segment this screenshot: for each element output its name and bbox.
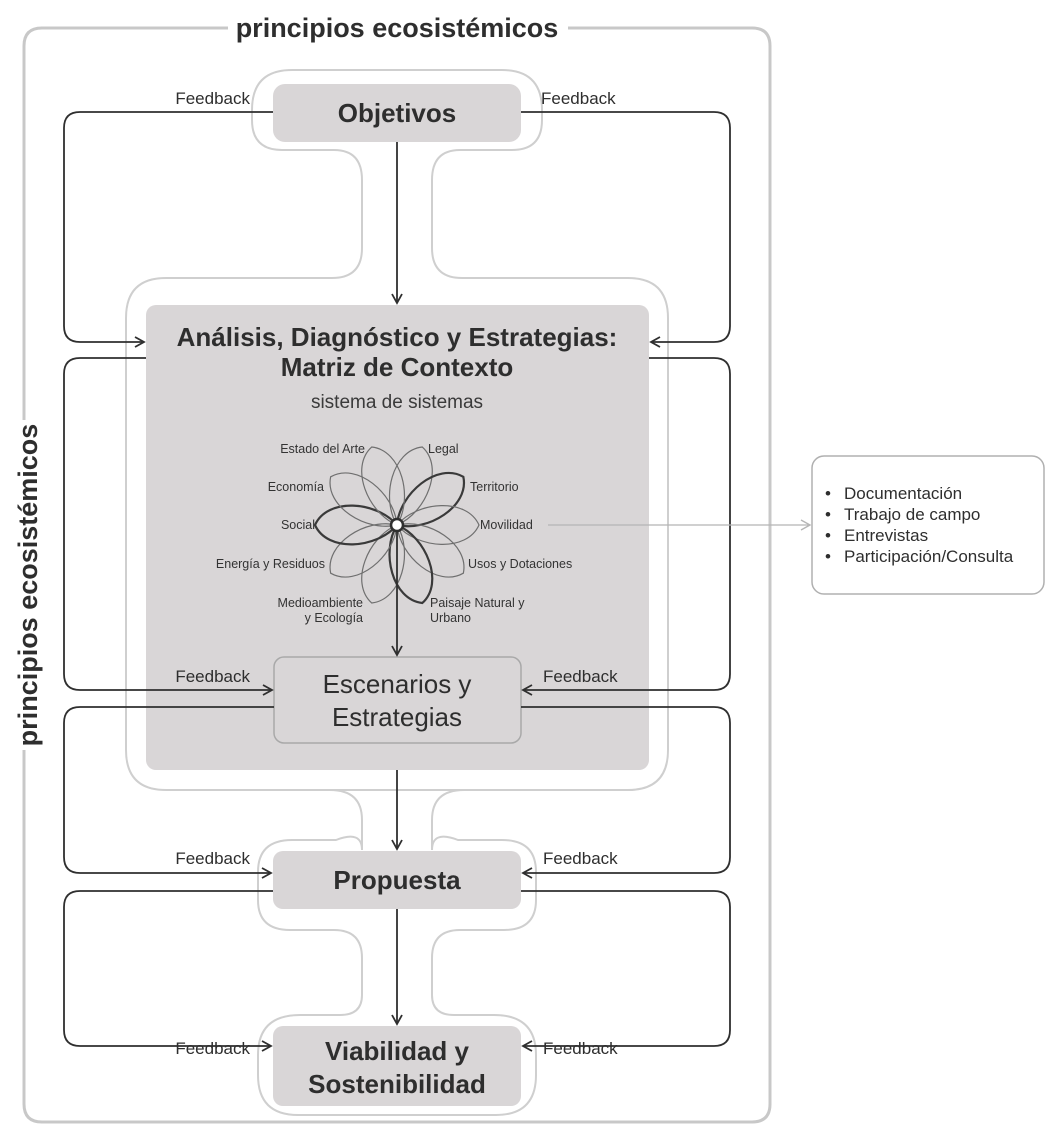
petal-label-paisaje-2: Urbano [430,611,471,625]
frame-title-side: principios ecosistémicos [13,424,43,747]
petal [395,471,465,528]
propuesta-label: Propuesta [333,865,461,895]
analisis-subtitle: sistema de sistemas [311,392,483,413]
petal [388,523,434,605]
feedback-loop-escenarios-left [63,706,274,879]
petal [329,472,398,527]
petal [329,523,398,578]
petal-label-movilidad: Movilidad [480,518,533,532]
petal-label-usos: Usos y Dotaciones [468,557,572,571]
petal-label-energia: Energía y Residuos [216,557,325,571]
feedback-label-3: Feedback [175,667,250,686]
petal-label-territorio: Territorio [470,480,519,494]
objetivos-box [273,84,521,142]
methods-list: • Documentación • Trabajo de campo • Ent… [825,484,1014,566]
petal [313,504,399,546]
feedback-loop-propuesta-left [63,890,273,1052]
method-bullet: • [825,505,831,524]
viabilidad-label-line1: Viabilidad y [325,1036,470,1066]
method-item-1: Documentación [844,484,962,503]
methods-box [811,455,1045,595]
feedback-label-6: Feedback [543,849,618,868]
analisis-title-line2: Matriz de Contexto [281,352,514,382]
viabilidad-label-line2: Sostenibilidad [308,1069,486,1099]
feedback-loop-objetivos-right [521,111,731,348]
petal [389,446,433,526]
feedback-label-7: Feedback [175,1039,250,1058]
petal-label-medioambiente-2: y Ecología [305,611,363,625]
feedback-loop-analisis-left [63,357,274,696]
feedback-loop-objetivos-left [63,111,273,348]
outer-frame [22,26,772,1124]
escenarios-label-line1: Escenarios y [323,669,472,699]
objetivos-halo [125,69,669,791]
frame-title-top: principios ecosistémicos [236,13,559,43]
method-bullet: • [825,526,831,545]
feedback-label-2: Feedback [541,89,616,108]
objetivos-label: Objetivos [338,98,456,128]
propuesta-halo [257,789,537,1116]
systems-flower [313,446,480,605]
petal-label-social: Social [281,518,315,532]
feedback-label-4: Feedback [543,667,618,686]
petal-label-estado: Estado del Arte [280,442,365,456]
petal-label-legal: Legal [428,442,459,456]
feedback-label-5: Feedback [175,849,250,868]
petal-labels: Legal Territorio Movilidad Usos y Dotaci… [216,442,572,625]
analisis-title-line1: Análisis, Diagnóstico y Estrategias: [177,322,618,352]
feedback-loop-analisis-right [521,357,731,696]
method-bullet: • [825,547,831,566]
petal [361,446,405,526]
petal-label-medioambiente: Medioambiente [278,596,364,610]
feedback-loop-escenarios-right [521,706,731,879]
method-item-3: Entrevistas [844,526,928,545]
method-item-4: Participación/Consulta [844,547,1014,566]
petal-label-paisaje: Paisaje Natural y [430,596,525,610]
feedback-label-8: Feedback [543,1039,618,1058]
method-bullet: • [825,484,831,503]
escenarios-box [273,656,522,744]
propuesta-box [273,851,521,909]
petal [396,505,480,545]
feedback-label-1: Feedback [175,89,250,108]
petal [396,523,465,578]
flower-center [389,517,405,533]
petal [361,524,405,604]
escenarios-label-line2: Estrategias [332,702,462,732]
petal-label-economia: Economía [268,480,324,494]
feedback-loop-propuesta-right [521,890,731,1052]
viabilidad-box [273,1026,521,1106]
method-item-2: Trabajo de campo [844,505,980,524]
